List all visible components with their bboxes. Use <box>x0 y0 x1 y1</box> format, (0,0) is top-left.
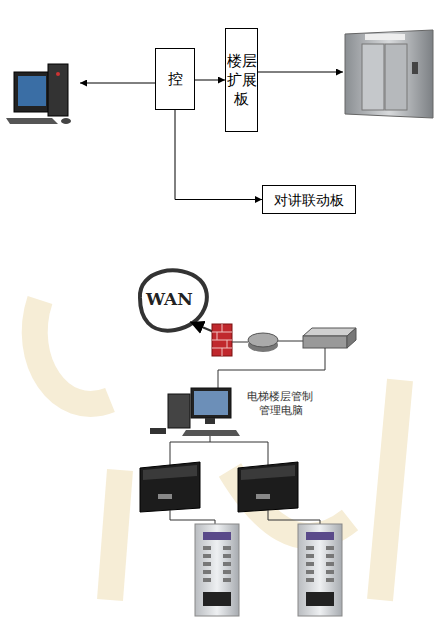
wire <box>258 72 343 73</box>
wire <box>170 442 268 466</box>
text-group: 对讲联动板 <box>274 191 344 209</box>
computer-icon <box>150 388 240 436</box>
computer-label: 电梯楼层管制 <box>247 389 313 404</box>
controller-box <box>140 462 200 512</box>
network-label: WAN <box>146 289 193 309</box>
wan-cloud <box>140 270 207 330</box>
text-group: 楼层扩展板 <box>226 52 257 109</box>
connector-arrow <box>195 80 225 81</box>
firewall-icon <box>212 324 232 356</box>
node-text: 控 <box>168 70 183 89</box>
node-text: 对讲联动板 <box>274 191 344 209</box>
wire <box>190 322 214 332</box>
computer-icon <box>6 64 71 124</box>
computer-label: 管理电脑 <box>259 403 303 418</box>
controller-box <box>238 462 298 512</box>
expansion-board-box: 楼层扩展板 <box>225 28 258 132</box>
router-icon <box>248 333 278 352</box>
elevator-panel <box>195 524 239 616</box>
intercom-board-box: 对讲联动板 <box>262 185 356 214</box>
elevator-panel <box>298 524 342 616</box>
wire <box>80 83 155 84</box>
switch-icon <box>303 328 356 348</box>
text-group: 控 <box>168 70 183 89</box>
wire <box>218 348 325 388</box>
elevator-icon <box>345 30 433 118</box>
wire <box>152 430 210 442</box>
node-text: 楼层扩展板 <box>226 52 257 109</box>
wire <box>278 341 303 342</box>
wire <box>232 342 248 343</box>
control-box: 控 <box>155 48 195 110</box>
